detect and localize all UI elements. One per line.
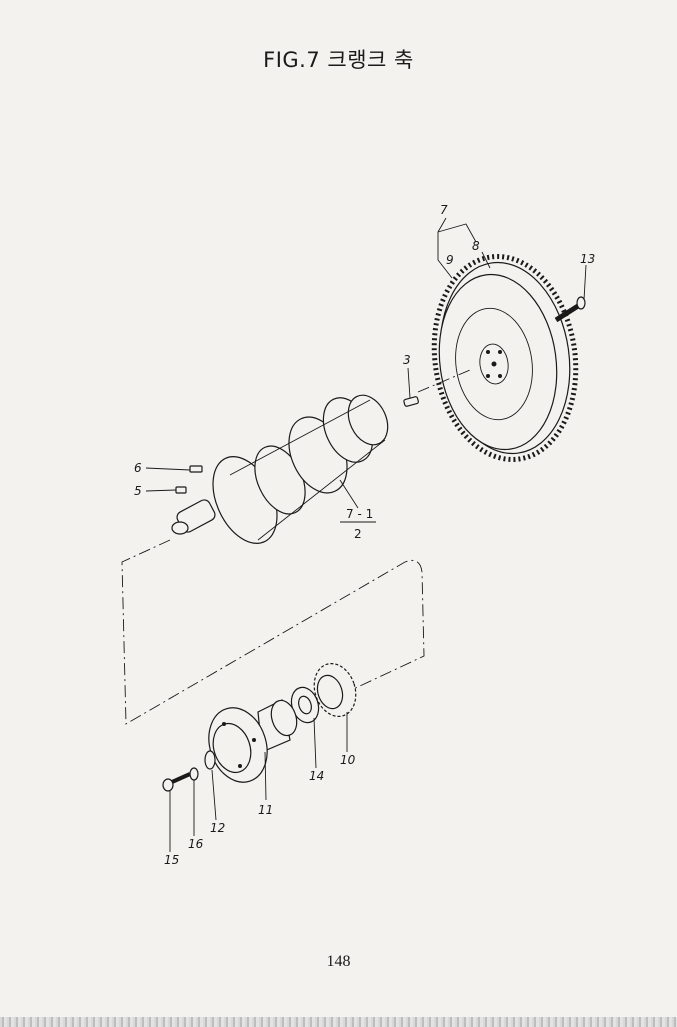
- flywheel: [431, 254, 579, 462]
- callout-12: 12: [210, 821, 225, 835]
- callout-9: 9: [446, 253, 454, 267]
- leader-lines: [145, 217, 587, 852]
- bolt-washer: [189, 767, 199, 781]
- page-number: 148: [326, 953, 351, 970]
- crank-pulley: [208, 699, 298, 783]
- callout-2: 2: [354, 527, 362, 541]
- dowel-pin: [403, 396, 419, 407]
- spacer-collar: [204, 750, 216, 770]
- callout-15: 15: [164, 853, 179, 867]
- woodruff-key-6: [189, 465, 203, 473]
- callout-7: 7: [440, 203, 448, 217]
- callout-14: 14: [309, 769, 324, 783]
- callout-8: 8: [472, 239, 480, 253]
- assembly-centerline: [121, 539, 425, 725]
- timing-gear: [313, 662, 357, 718]
- callout-11: 11: [258, 803, 273, 817]
- callout-16: 16: [188, 837, 204, 851]
- woodruff-key-5: [175, 486, 187, 494]
- scan-edge: [0, 1017, 677, 1027]
- callout-10: 10: [340, 753, 356, 767]
- callout-3: 3: [403, 353, 411, 367]
- crankshaft: [171, 394, 389, 544]
- callout-7-1: 7 - 1: [346, 507, 373, 521]
- callout-5: 5: [134, 484, 142, 498]
- pulley-bolt: [162, 772, 191, 792]
- figure-title: FIG.7 크랭크 축: [263, 48, 414, 72]
- flywheel-bolt: [554, 296, 586, 323]
- callout-6: 6: [134, 461, 142, 475]
- callout-13: 13: [580, 252, 595, 266]
